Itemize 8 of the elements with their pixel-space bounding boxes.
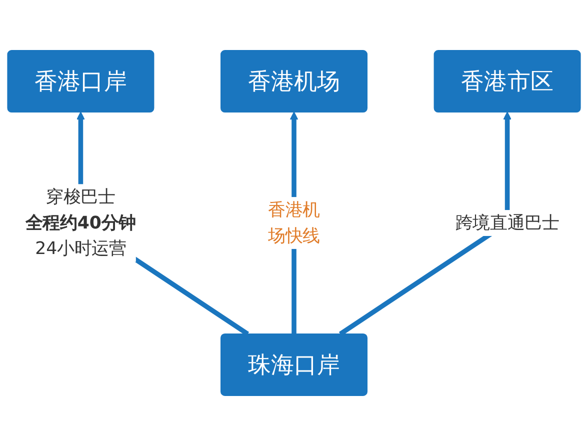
node-box: 香港机场 xyxy=(220,50,368,112)
node-box: 香港口岸 xyxy=(7,50,154,112)
node-box: 香港市区 xyxy=(434,50,581,112)
edge-label: 跨境直通巴士 xyxy=(455,212,560,234)
arrow xyxy=(338,112,512,336)
node-box: 珠海口岸 xyxy=(220,334,368,396)
edge-label: 香港机场快线 xyxy=(268,200,320,246)
edge-label: 穿梭巴士全程约40分钟24小时运营 xyxy=(25,186,136,260)
